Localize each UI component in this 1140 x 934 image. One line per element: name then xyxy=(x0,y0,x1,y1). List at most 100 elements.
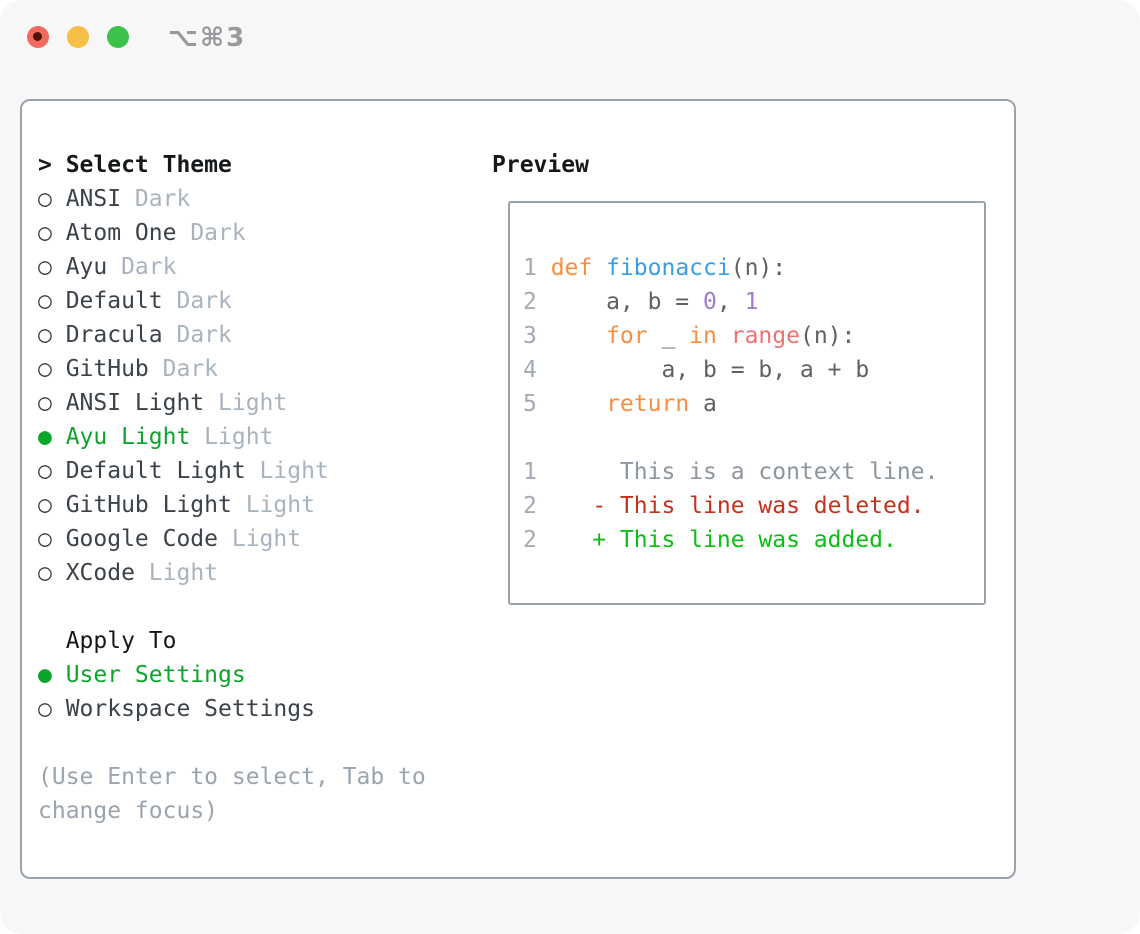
theme-name: GitHub Light xyxy=(65,492,232,518)
theme-item[interactable]: ● Ayu Light Light xyxy=(38,420,453,454)
code-content: a, b = 0, 1 xyxy=(550,285,759,319)
line-number: 2 xyxy=(523,289,537,315)
theme-variant-tag: Light xyxy=(259,458,329,484)
line-number: 3 xyxy=(523,323,537,349)
line-number: 2 xyxy=(523,493,537,519)
diff-line-deleted: 2 - This line was deleted. xyxy=(523,489,984,523)
code-segment: (n): xyxy=(799,323,856,349)
theme-name: Default Light xyxy=(65,458,246,484)
theme-variant-tag: Dark xyxy=(176,288,232,314)
apply-option-label: User Settings xyxy=(65,662,246,688)
theme-variant-tag: Dark xyxy=(134,186,191,212)
diff-line-context: 1 This is a context line. xyxy=(523,455,984,489)
line-number: 5 xyxy=(523,391,537,417)
radio-unselected-icon: ○ xyxy=(38,254,52,280)
theme-name: Atom One xyxy=(65,220,177,246)
radio-unselected-icon: ○ xyxy=(38,526,52,552)
radio-unselected-icon: ○ xyxy=(38,288,52,314)
radio-unselected-icon: ○ xyxy=(38,560,52,586)
traffic-light-close-icon[interactable] xyxy=(27,26,49,48)
radio-selected-icon: ● xyxy=(38,424,52,450)
code-segment: a, b = xyxy=(550,289,704,315)
code-segment xyxy=(551,391,606,417)
code-segment xyxy=(592,255,606,281)
theme-item[interactable]: ○ Default Dark xyxy=(38,284,453,318)
theme-picker-title: Select Theme xyxy=(65,152,232,178)
diff-line-added: 2 + This line was added. xyxy=(523,523,984,557)
theme-item[interactable]: ○ GitHub Light Light xyxy=(38,488,453,522)
theme-name: Dracula xyxy=(65,322,163,348)
code-segment: (n): xyxy=(730,255,787,281)
radio-unselected-icon: ○ xyxy=(38,322,52,348)
radio-unselected-icon: ○ xyxy=(38,696,52,722)
code-segment: 1 xyxy=(744,289,759,315)
theme-name: Google Code xyxy=(65,526,219,552)
radio-unselected-icon: ○ xyxy=(38,220,52,246)
theme-name: Default xyxy=(65,288,163,314)
code-content: def fibonacci(n): xyxy=(551,251,786,285)
apply-option-label: Workspace Settings xyxy=(65,696,315,722)
theme-name: ANSI xyxy=(65,186,122,212)
code-segment: , xyxy=(716,289,745,315)
theme-variant-tag: Light xyxy=(245,492,315,518)
diff-content: This is a context line. xyxy=(550,459,939,485)
diff-preview-block: 1 This is a context line.2 - This line w… xyxy=(523,455,984,557)
theme-name: Ayu Light xyxy=(65,424,191,450)
traffic-light-zoom-icon[interactable] xyxy=(107,26,129,48)
diff-content: + This line was added. xyxy=(550,527,897,553)
line-number: 4 xyxy=(523,357,537,383)
theme-item[interactable]: ○ ANSI Dark xyxy=(38,182,453,216)
blank-line xyxy=(523,421,984,455)
window-shortcut-label: ⌥⌘3 xyxy=(168,23,247,53)
line-number: 1 xyxy=(523,459,537,485)
theme-variant-tag: Light xyxy=(204,424,274,450)
code-segment: in xyxy=(689,323,717,349)
radio-selected-icon: ● xyxy=(38,662,52,688)
apply-options-list: ● User Settings ○ Workspace Settings xyxy=(38,658,453,726)
theme-name: Ayu xyxy=(65,254,108,280)
traffic-light-minimize-icon[interactable] xyxy=(67,26,89,48)
radio-unselected-icon: ○ xyxy=(38,186,52,212)
prompt-icon: > xyxy=(38,152,52,178)
code-segment: a, b = b, a + b xyxy=(550,357,870,383)
code-segment xyxy=(551,323,606,349)
apply-to-title-row: Apply To xyxy=(38,624,453,658)
code-segment: fibonacci xyxy=(606,255,731,281)
theme-variant-tag: Light xyxy=(218,390,288,416)
apply-to-title: Apply To xyxy=(65,628,177,654)
radio-unselected-icon: ○ xyxy=(38,390,52,416)
theme-picker-title-row: > Select Theme xyxy=(38,148,453,182)
apply-to-section: Apply To ● User Settings ○ Workspace Settin… xyxy=(38,624,453,726)
code-line: 5 return a xyxy=(523,387,984,421)
code-segment: 0 xyxy=(703,289,717,315)
code-content: return a xyxy=(551,387,717,421)
code-content: a, b = b, a + b xyxy=(550,353,870,387)
apply-option[interactable]: ● User Settings xyxy=(38,658,453,692)
theme-variant-tag: Dark xyxy=(162,356,219,382)
radio-unselected-icon: ○ xyxy=(38,356,52,382)
theme-variant-tag: Light xyxy=(148,560,219,586)
code-line: 2 a, b = 0, 1 xyxy=(523,285,984,319)
radio-unselected-icon: ○ xyxy=(38,458,52,484)
radio-unselected-icon: ○ xyxy=(38,492,52,518)
code-segment: def xyxy=(550,255,593,281)
line-number: 2 xyxy=(523,527,537,553)
code-segment: a xyxy=(689,391,717,417)
code-content: for _ in range(n): xyxy=(551,319,856,353)
code-line: 3 for _ in range(n): xyxy=(523,319,984,353)
code-segment: range xyxy=(730,323,800,349)
apply-option[interactable]: ○ Workspace Settings xyxy=(38,692,453,726)
theme-item[interactable]: ○ Default Light Light xyxy=(38,454,453,488)
line-number: 1 xyxy=(523,255,537,281)
